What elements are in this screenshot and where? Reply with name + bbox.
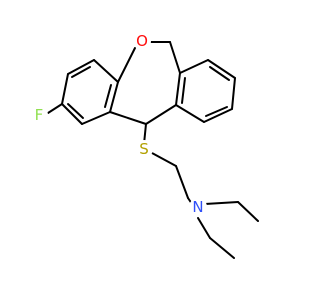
bond-ring-left-1 xyxy=(67,59,95,75)
bond-ring-right-5 xyxy=(175,104,205,123)
bond-s-ch2 xyxy=(151,152,177,167)
bond-ch2-ch2 xyxy=(175,165,189,199)
bond-n-ethyl2-b xyxy=(209,237,235,259)
atom-nitrogen-group: N xyxy=(189,198,207,216)
bond-layer xyxy=(47,41,259,259)
atom-sulfur-label: S xyxy=(139,140,149,158)
bond-ring-right-double-3 xyxy=(181,77,186,104)
atom-fluorine-bg xyxy=(30,106,48,124)
bond-ring-right-ch xyxy=(145,104,177,125)
bond-ring-o xyxy=(117,47,136,83)
atom-nitrogen-label: N xyxy=(192,198,203,216)
atom-oxygen-group: O xyxy=(133,32,151,50)
bond-n-ethyl1-b xyxy=(237,201,259,222)
bond-ring-left-double-3 xyxy=(104,84,112,108)
bond-ring-left-3 xyxy=(61,103,83,125)
bond-ring-right-3 xyxy=(231,77,236,110)
bond-ring-left-4 xyxy=(81,111,111,125)
bond-n-ethyl1-a xyxy=(204,201,239,205)
atom-fluorine-label: F xyxy=(35,106,44,124)
bond-ring-right-4 xyxy=(203,108,233,123)
atom-oxygen-bg xyxy=(133,32,151,50)
atom-oxygen-label: O xyxy=(136,32,148,50)
bond-n-ethyl2-a xyxy=(197,217,211,239)
bond-ring-right-double-2 xyxy=(205,106,228,117)
bond-ring-right-double-1 xyxy=(209,66,230,81)
bond-ring-right-2 xyxy=(207,59,236,79)
bond-ring-left-6 xyxy=(93,59,119,83)
bond-c-f xyxy=(47,103,63,114)
bond-ring-right-1 xyxy=(179,59,209,74)
bond-ch2-ring xyxy=(169,41,181,74)
bond-ring-left-double-2 xyxy=(67,103,84,119)
molecule-structure: O F S N xyxy=(30,32,259,259)
bond-ring-left-double-1 xyxy=(71,66,91,78)
bond-ring-right-6 xyxy=(175,72,181,106)
atom-sulfur-bg xyxy=(135,140,153,158)
bond-ring-left-2 xyxy=(61,73,69,105)
bond-ring-left-5 xyxy=(109,81,119,113)
atom-sulfur-group: S xyxy=(135,140,153,158)
atom-nitrogen-bg xyxy=(189,198,207,216)
atom-fluorine-group: F xyxy=(30,106,48,124)
bond-ring-left-ch xyxy=(109,111,147,125)
